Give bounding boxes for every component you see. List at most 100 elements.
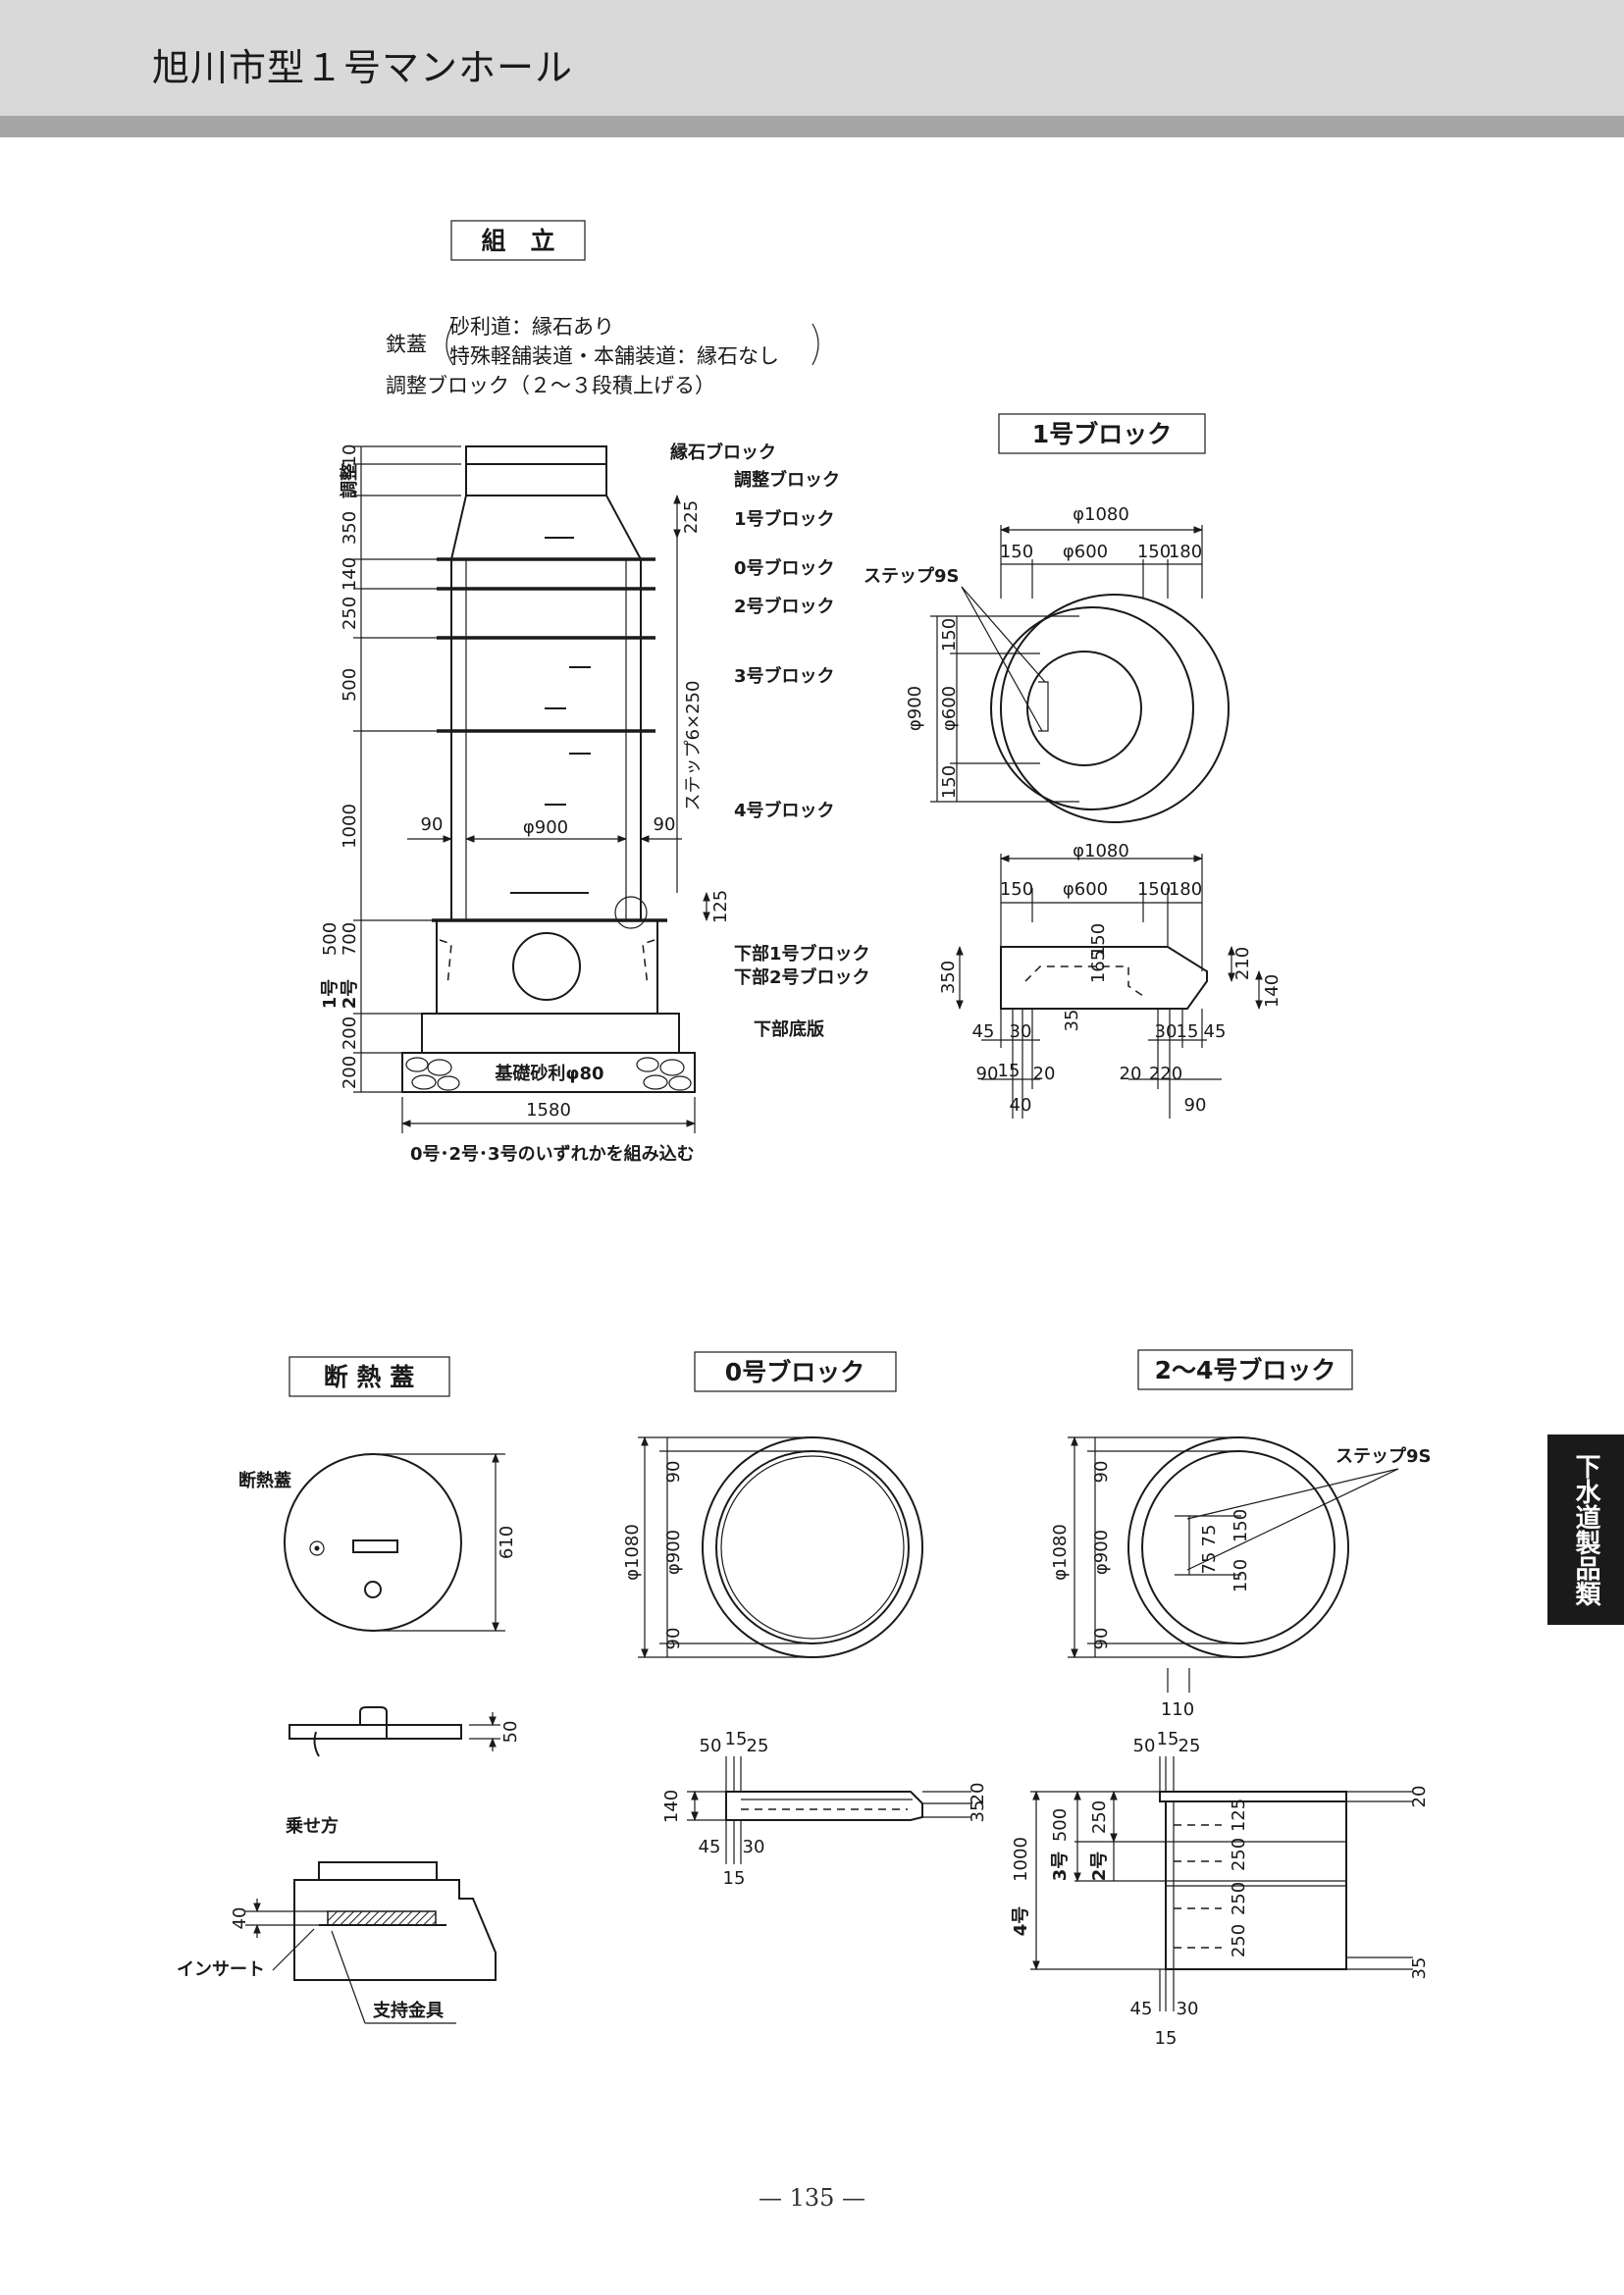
block24-sec-dim-1000: 1000 bbox=[1011, 1837, 1031, 1882]
block24-title: 2〜4号ブロック bbox=[1155, 1356, 1336, 1384]
block24-dim-150b: 150 bbox=[1231, 1559, 1251, 1592]
block1-dim-150a: 150 bbox=[1000, 542, 1033, 562]
block1-outer-circle bbox=[1000, 594, 1230, 823]
block24-label-no4: 4号 bbox=[1011, 1906, 1031, 1937]
block1-dim-600: φ600 bbox=[1063, 542, 1108, 562]
block0-outer-circle bbox=[702, 1436, 923, 1658]
block1-sec-dim-90a: 90 bbox=[976, 1064, 999, 1084]
block24-sec-dim-25: 25 bbox=[1179, 1736, 1201, 1756]
block1-sec-dim-220: 220 bbox=[1149, 1064, 1182, 1084]
block0-sec-dim-25: 25 bbox=[747, 1736, 769, 1756]
dim-assembly-350: 350 bbox=[340, 511, 360, 545]
block24-label-no3: 3号 bbox=[1050, 1852, 1071, 1882]
label-block-0: 0号ブロック bbox=[734, 557, 835, 579]
dim-assembly-10: 10 bbox=[340, 444, 360, 467]
block1-sec-dim-30b: 30 bbox=[1155, 1021, 1178, 1042]
block1-sec-dim-90b: 90 bbox=[1184, 1095, 1207, 1116]
block24-sec-dim-250c: 250 bbox=[1229, 1882, 1249, 1915]
assembly-footnote: 0号･2号･3号のいずれかを組み込む bbox=[410, 1143, 695, 1165]
block24-dim-150a: 150 bbox=[1231, 1509, 1251, 1542]
block1-sec-dim-150c: 150 bbox=[1088, 923, 1109, 957]
block0-sec-dim-50: 50 bbox=[700, 1736, 722, 1756]
insulation-title-box bbox=[288, 1356, 450, 1397]
block24-sec-top bbox=[1159, 1791, 1347, 1802]
block0-dim-90a: 90 bbox=[663, 1461, 684, 1484]
dim-assembly-700: 700 bbox=[340, 922, 360, 956]
block24-title-box bbox=[1137, 1349, 1353, 1390]
lid-handle-icon bbox=[352, 1539, 398, 1553]
block1-sec-dim-outer: φ1080 bbox=[1073, 841, 1129, 861]
block24-dim-90b: 90 bbox=[1091, 1628, 1112, 1650]
block1-dim-outer: φ1080 bbox=[1073, 504, 1129, 525]
insert-label: インサート bbox=[177, 1959, 265, 1980]
dim-assembly-no1: 1号 bbox=[320, 979, 341, 1010]
block1-inner-circle bbox=[1026, 651, 1142, 766]
dim-assembly-adjust: 調整 bbox=[339, 463, 360, 498]
block1-sec-dim-150a: 150 bbox=[1000, 879, 1033, 900]
block0-title-box bbox=[694, 1351, 897, 1392]
insulation-lid-section: 断 熱 蓋 断熱蓋 610 50 乗せ方 40 インサート 支持金具 bbox=[177, 1356, 521, 2024]
step-spacing-label: ステップ6×250 bbox=[683, 681, 704, 811]
insulation-dim-50: 50 bbox=[500, 1721, 521, 1744]
lid-note-adjust: 調整ブロック（２〜３段積上げる） bbox=[386, 374, 715, 397]
label-block-3: 3号ブロック bbox=[734, 665, 835, 687]
block24-step-icon bbox=[1175, 1515, 1190, 1576]
block1-sec-dim-600: φ600 bbox=[1063, 879, 1108, 900]
lid-note-bracket-right bbox=[812, 323, 819, 366]
insulation-lid-side bbox=[288, 1724, 462, 1740]
block1-dim-side-150a: 150 bbox=[939, 618, 960, 652]
block0-sec-dim-35: 35 bbox=[968, 1800, 988, 1823]
block1-dim-180: 180 bbox=[1169, 542, 1202, 562]
block0-sec-dim-15: 15 bbox=[725, 1729, 748, 1749]
lower-base-slab bbox=[421, 1013, 680, 1054]
block1-sec-dim-15b: 15 bbox=[1177, 1021, 1199, 1042]
placement-adjust-block bbox=[318, 1861, 438, 1881]
block24-dim-1080: φ1080 bbox=[1050, 1524, 1071, 1581]
block24-sec-dim-250d: 250 bbox=[1229, 1924, 1249, 1957]
label-curb-block: 縁石ブロック bbox=[670, 442, 776, 463]
block1-sec-dim-20b: 20 bbox=[1120, 1064, 1142, 1084]
block24-sec-dim-45: 45 bbox=[1130, 1999, 1153, 2019]
insulation-plan-label: 断熱蓋 bbox=[238, 1470, 291, 1491]
gravel-stones-left bbox=[405, 1057, 460, 1091]
header-strip bbox=[0, 116, 1624, 137]
block0-sec-dim-30: 30 bbox=[743, 1837, 765, 1857]
block1-cone-top-circle bbox=[990, 606, 1194, 810]
assembly-title: 組 立 bbox=[481, 227, 554, 255]
placement-insulation-lid bbox=[327, 1910, 437, 1926]
lid-keyhole-icon bbox=[309, 1540, 325, 1556]
block0-inner-circle bbox=[720, 1455, 905, 1640]
block24-sec-dim-15b: 15 bbox=[1155, 2028, 1178, 2049]
dim-assembly-500: 500 bbox=[340, 668, 360, 702]
lid-note-gravel: 砂利道：縁石あり bbox=[449, 315, 614, 339]
block1-sec-dim-45a: 45 bbox=[972, 1021, 995, 1042]
block24-sec-dim-15: 15 bbox=[1157, 1729, 1179, 1749]
dim-125: 125 bbox=[710, 890, 731, 923]
insulation-dim-40: 40 bbox=[230, 1907, 250, 1930]
block0-dim-90b: 90 bbox=[663, 1628, 684, 1650]
dim-base-width: 1580 bbox=[526, 1100, 571, 1121]
adjust-block bbox=[465, 463, 607, 496]
lid-note-bracket-left bbox=[445, 323, 454, 366]
block1-sec-dim-20a: 20 bbox=[1033, 1064, 1056, 1084]
block24-label-no2: 2号 bbox=[1089, 1852, 1110, 1882]
block24-dim-110: 110 bbox=[1161, 1699, 1194, 1720]
block-0-section: 0号ブロック 90 φ1080 φ900 90 50 15 25 140 bbox=[622, 1351, 988, 1889]
gravel-base bbox=[401, 1052, 696, 1093]
block0-sec-dim-20: 20 bbox=[968, 1783, 988, 1805]
insulation-placement-label: 乗せ方 bbox=[286, 1815, 339, 1837]
block0-mid-circle bbox=[715, 1450, 910, 1644]
block1-sec-dim-15a: 15 bbox=[998, 1061, 1021, 1081]
block1-title-box bbox=[998, 413, 1206, 454]
block0-dim-900: φ900 bbox=[663, 1530, 684, 1575]
lid-note-iron-cover: 鉄蓋 bbox=[386, 333, 427, 356]
label-block-4: 4号ブロック bbox=[734, 800, 835, 821]
block-1-cone bbox=[449, 495, 643, 560]
block1-sec-dim-35: 35 bbox=[1062, 1010, 1082, 1032]
block0-title: 0号ブロック bbox=[725, 1358, 864, 1386]
dim-assembly-1000: 1000 bbox=[340, 804, 360, 849]
dim-inner-diameter: φ900 bbox=[523, 817, 568, 838]
block1-sec-dim-180: 180 bbox=[1169, 879, 1202, 900]
category-side-tab: 下水道製品類 bbox=[1547, 1434, 1624, 1625]
